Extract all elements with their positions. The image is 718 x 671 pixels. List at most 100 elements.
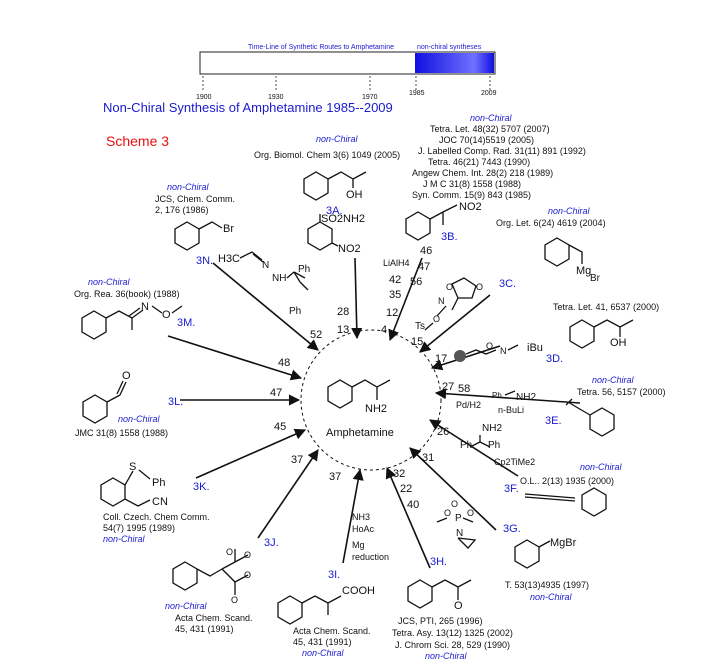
route-3J-tag: non-Chiral (165, 601, 208, 611)
route-3D: O N iBu 3D. Tetra. Let. 41, 6537 (2000) … (454, 302, 659, 365)
route-3J-o4: O (231, 595, 238, 605)
arrow-3M (167, 335, 303, 381)
reagent-nbuli: n-BuLi (498, 405, 524, 415)
route-3D-label: 3D. (546, 353, 563, 365)
num-46: 46 (420, 245, 432, 257)
tick-1970: 1970 (362, 94, 378, 101)
route-3F-ref: O.L.. 2(13) 1935 (2000) (520, 476, 614, 486)
route-3H-ref-2: J. Chrom Sci. 28, 529 (1990) (395, 640, 510, 650)
arrow-3J (257, 449, 319, 539)
route-3J-ref-0: Acta Chem. Scand. (175, 613, 253, 623)
arrow-3F (429, 419, 519, 477)
route-3I-tag: non-Chiral (302, 648, 345, 658)
resin-bead (454, 350, 466, 362)
reagent-3C-o2: O (476, 282, 483, 292)
reagent-3N-nh: NH (272, 273, 286, 284)
route-3B-no2: NO2 (459, 201, 482, 213)
route-3J-o2: O (244, 550, 251, 560)
arrow-3G (409, 447, 497, 531)
route-3A-tag: non-Chiral (316, 134, 359, 144)
num-42: 42 (389, 274, 401, 286)
reagent-so2nh2: SO2NH2 (321, 213, 365, 225)
route-3K-ref-0: Coll. Czech. Chem Comm. (103, 512, 210, 522)
reagent-3C-ts: Ts (415, 321, 425, 332)
num-52: 52 (310, 329, 322, 341)
route-3E: Ph NH2 Pd/H2 n-BuLi non-Chiral Tetra. 56… (456, 375, 666, 437)
reagent-3N-n: N (262, 260, 269, 271)
arrow-3H (385, 466, 431, 569)
center-amphetamine: NH2 Amphetamine (300, 329, 442, 471)
route-3C-mg: Mg (576, 265, 591, 277)
num-4: 4 (381, 324, 387, 336)
num-22: 22 (400, 483, 412, 495)
route-3L-label: 3L. (168, 396, 183, 408)
tick-1930: 1930 (268, 94, 284, 101)
reagent-lialh4: LiAlH4 (383, 258, 410, 268)
route-3I-cooh: COOH (342, 585, 375, 597)
route-3A: non-Chiral Org. Biomol. Chem 3(6) 1049 (… (254, 134, 400, 217)
arrow-3N (212, 262, 319, 351)
route-3N-ref-0: JCS, Chem. Comm. (155, 194, 235, 204)
num-47: 47 (418, 261, 430, 273)
route-3M-ref: Org. Rea. 36(book) (1988) (74, 289, 180, 299)
reagent-3C: O O N O Ts (415, 277, 483, 332)
route-3C-br: Br (590, 273, 601, 284)
route-3I: 3I. COOH Acta Chem. Scand. 45, 431 (1991… (277, 569, 375, 658)
route-3N: non-Chiral JCS, Chem. Comm. 2, 176 (1986… (155, 182, 235, 267)
reagent-3E-nh2: NH2 (516, 392, 536, 403)
num-47b: 47 (270, 387, 282, 399)
arrows (167, 257, 581, 569)
reagent-reduction: reduction (352, 552, 389, 562)
reagent-3F-ph2: Ph (488, 440, 500, 451)
arrow-3I (342, 468, 364, 564)
reagent-3F: NH2 Ph Ph Cp2TiMe2 (460, 423, 535, 467)
route-3L-ref: JMC 31(8) 1558 (1988) (75, 428, 168, 438)
route-3A-label: 3A. (326, 205, 343, 217)
reagent-3F-ph1: Ph (460, 440, 472, 451)
route-3A-oh: OH (346, 189, 363, 201)
route-3N-label: 3N. (196, 255, 213, 267)
reagent-3G-n: N (456, 528, 463, 539)
route-3K-cn: CN (152, 496, 168, 508)
center-label: Amphetamine (326, 427, 394, 439)
num-37: 37 (291, 454, 303, 466)
timeline: Time-Line of Synthetic Routes to Ampheta… (196, 44, 497, 101)
num-15: 15 (411, 336, 423, 348)
route-3A-ref: Org. Biomol. Chem 3(6) 1049 (2005) (254, 150, 400, 160)
route-3G-ref: T. 53(13)4935 (1997) (505, 580, 589, 590)
num-32: 32 (393, 468, 405, 480)
reagent-3N: H3C N NH Ph Ph (218, 251, 310, 317)
route-3B-ref-0: Tetra. Let. 48(32) 5707 (2007) (430, 124, 550, 134)
route-3F: non-Chiral O.L.. 2(13) 1935 (2000) 3F. (504, 462, 623, 517)
route-3J-ref-1: 45, 431 (1991) (175, 624, 234, 634)
route-3G-label: 3G. (503, 523, 521, 535)
route-3B-ref-3: Tetra. 46(21) 7443 (1990) (428, 157, 530, 167)
route-3D-ref: Tetra. Let. 41, 6537 (2000) (553, 302, 659, 312)
num-37b: 37 (329, 471, 341, 483)
route-3L-o: O (122, 370, 131, 382)
route-3N-ref-1: 2, 176 (1986) (155, 205, 209, 215)
reagent-nh3: NH3 (352, 512, 370, 522)
tick-1900: 1900 (196, 94, 212, 101)
reagent-3D-n: N (500, 346, 507, 356)
route-3H-tag: non-Chiral (425, 651, 468, 661)
num-35: 35 (389, 289, 401, 301)
arrow-3B (388, 257, 423, 342)
reagent-mg: Mg (352, 540, 365, 550)
num-17: 17 (435, 353, 447, 365)
reagent-nosyl: SO2NH2 NO2 (307, 213, 365, 255)
route-3J-label: 3J. (264, 537, 279, 549)
num-40: 40 (407, 499, 419, 511)
route-3M: non-Chiral Org. Rea. 36(book) (1988) N O… (74, 277, 195, 340)
route-3G-tag: non-Chiral (530, 592, 573, 602)
route-3B: non-Chiral Tetra. Let. 48(32) 5707 (2007… (405, 113, 586, 243)
num-31: 31 (422, 452, 434, 464)
route-3N-br: Br (223, 223, 234, 235)
reagent-3H: NH3 HoAc Mg reduction (352, 512, 389, 562)
reagent-pdh2: Pd/H2 (456, 400, 481, 410)
route-3D-oh: OH (610, 337, 627, 349)
reagent-3N-h3c: H3C (218, 253, 240, 265)
route-3H-o: O (454, 600, 463, 612)
route-3L-tag: non-Chiral (118, 414, 161, 424)
reagent-3N-ph2: Ph (289, 306, 301, 317)
